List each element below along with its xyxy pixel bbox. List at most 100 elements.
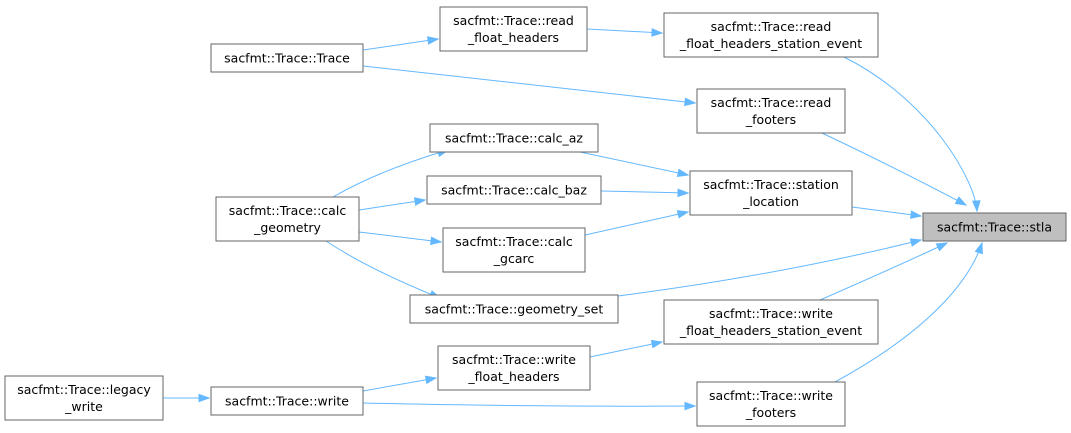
edge-line — [584, 211, 689, 236]
edge-line — [834, 242, 983, 383]
edge-arrowhead — [974, 241, 983, 255]
node-box[interactable] — [439, 6, 588, 52]
edge-write-to-write_fh — [362, 375, 438, 392]
node-label: _geometry — [253, 220, 321, 235]
edge-calc_geom-to-geom_set — [325, 240, 442, 299]
edge-calc_az-to-station_loc — [579, 151, 690, 178]
edge-arrowhead — [198, 393, 211, 403]
edge-geom_set-to-stla — [617, 238, 923, 297]
node-geom_set[interactable]: sacfmt::Trace::geometry_set — [409, 294, 619, 324]
node-box[interactable] — [696, 88, 846, 134]
node-box[interactable] — [426, 175, 602, 205]
node-label: _location — [742, 194, 799, 209]
node-box[interactable] — [437, 345, 591, 391]
edge-arrowhead — [677, 188, 690, 198]
node-station_loc[interactable]: sacfmt::Trace::station_location — [689, 170, 853, 216]
edge-line — [617, 239, 922, 297]
node-label: _float_headers — [467, 369, 559, 384]
node-read_footers[interactable]: sacfmt::Trace::read_footers — [696, 88, 846, 134]
edge-write-to-write_footers — [362, 401, 697, 411]
node-box[interactable] — [409, 294, 619, 324]
node-read_fh[interactable]: sacfmt::Trace::read_float_headers — [439, 6, 588, 52]
node-box[interactable] — [922, 212, 1067, 242]
edge-calc_gcarc-to-station_loc — [584, 210, 690, 236]
edge-arrowhead — [909, 238, 923, 247]
edge-read_footers-to-stla — [821, 132, 968, 206]
node-label: _float_headers — [467, 30, 559, 45]
node-box[interactable] — [663, 299, 879, 345]
edge-arrowhead — [651, 28, 664, 37]
node-label: sacfmt::Trace::write — [709, 306, 833, 321]
edge-arrowhead — [684, 401, 697, 411]
edge-arrowhead — [910, 210, 923, 219]
node-write_footers[interactable]: sacfmt::Trace::write_footers — [696, 381, 846, 427]
node-box[interactable] — [210, 386, 364, 416]
node-label: sacfmt::Trace::geometry_set — [425, 302, 604, 317]
edge-calc_geom-to-calc_gcarc — [358, 231, 443, 246]
edge-line — [362, 402, 696, 407]
node-calc_gcarc[interactable]: sacfmt::Trace::calc_gcarc — [442, 227, 586, 273]
node-box[interactable] — [663, 12, 879, 58]
node-box[interactable] — [689, 170, 853, 216]
node-label: _footers — [745, 112, 796, 127]
edge-legacy_write-to-write — [163, 393, 211, 403]
edge-line — [325, 240, 441, 299]
node-calc_geom[interactable]: sacfmt::Trace::calc_geometry — [215, 196, 360, 242]
edge-line — [579, 151, 689, 176]
edge-line — [586, 28, 663, 34]
node-label: _write — [64, 399, 103, 414]
edge-arrowhead — [684, 97, 697, 107]
node-label: sacfmt::Trace::calc — [455, 234, 573, 249]
node-box[interactable] — [215, 196, 360, 242]
edge-line — [332, 149, 449, 198]
node-label: sacfmt::Trace::write — [709, 388, 833, 403]
node-label: sacfmt::Trace::calc_az — [445, 131, 583, 146]
node-stla[interactable]: sacfmt::Trace::stla — [922, 212, 1067, 242]
node-legacy_write[interactable]: sacfmt::Trace::legacy_write — [4, 375, 164, 421]
node-write_fh[interactable]: sacfmt::Trace::write_float_headers — [437, 345, 591, 391]
node-read_fhse[interactable]: sacfmt::Trace::read_float_headers_statio… — [663, 12, 879, 58]
node-trace[interactable]: sacfmt::Trace::Trace — [210, 43, 364, 73]
edge-trace-to-read_footers — [362, 65, 697, 107]
node-write[interactable]: sacfmt::Trace::write — [210, 386, 364, 416]
edge-calc_baz-to-station_loc — [600, 188, 690, 198]
edge-arrowhead — [424, 375, 438, 385]
node-label: sacfmt::Trace::calc — [229, 203, 347, 218]
graph-nodes: sacfmt::Trace::stlasacfmt::Trace::read_f… — [4, 6, 1067, 427]
edge-arrowhead — [430, 236, 443, 246]
node-box[interactable] — [429, 123, 599, 153]
node-calc_baz[interactable]: sacfmt::Trace::calc_baz — [426, 175, 602, 205]
edge-line — [600, 190, 689, 194]
node-write_fhse[interactable]: sacfmt::Trace::write_float_headers_stati… — [663, 299, 879, 345]
node-box[interactable] — [210, 43, 364, 73]
edge-trace-to-read_fh — [362, 36, 440, 51]
node-label: sacfmt::Trace::Trace — [224, 51, 350, 66]
node-calc_az[interactable]: sacfmt::Trace::calc_az — [429, 123, 599, 153]
edge-write_footers-to-stla — [834, 241, 983, 383]
edge-calc_geom-to-calc_baz — [358, 197, 427, 211]
edge-arrowhead — [426, 36, 440, 45]
edge-arrowhead — [935, 242, 949, 252]
node-label: sacfmt::Trace::stla — [937, 220, 1052, 235]
node-label: _float_headers_station_event — [679, 36, 862, 51]
edge-line — [851, 206, 922, 217]
edge-line — [589, 341, 663, 358]
node-label: _gcarc — [493, 251, 535, 266]
edge-arrowhead — [676, 168, 690, 178]
node-label: sacfmt::Trace::read — [711, 19, 832, 34]
edge-line — [821, 132, 967, 206]
edge-arrowhead — [413, 197, 427, 206]
node-label: sacfmt::Trace::station — [703, 177, 839, 192]
edge-arrowhead — [650, 339, 664, 349]
edge-arrowhead — [972, 200, 981, 213]
edge-write_fhse-to-stla — [819, 242, 949, 301]
node-box[interactable] — [696, 381, 846, 427]
node-box[interactable] — [4, 375, 164, 421]
node-label: _footers — [745, 405, 796, 420]
node-box[interactable] — [442, 227, 586, 273]
edge-read_fhse-to-stla — [843, 56, 981, 213]
edge-arrowhead — [676, 210, 690, 219]
node-label: sacfmt::Trace::read — [711, 95, 832, 110]
edge-line — [358, 231, 442, 243]
edge-line — [819, 242, 948, 301]
